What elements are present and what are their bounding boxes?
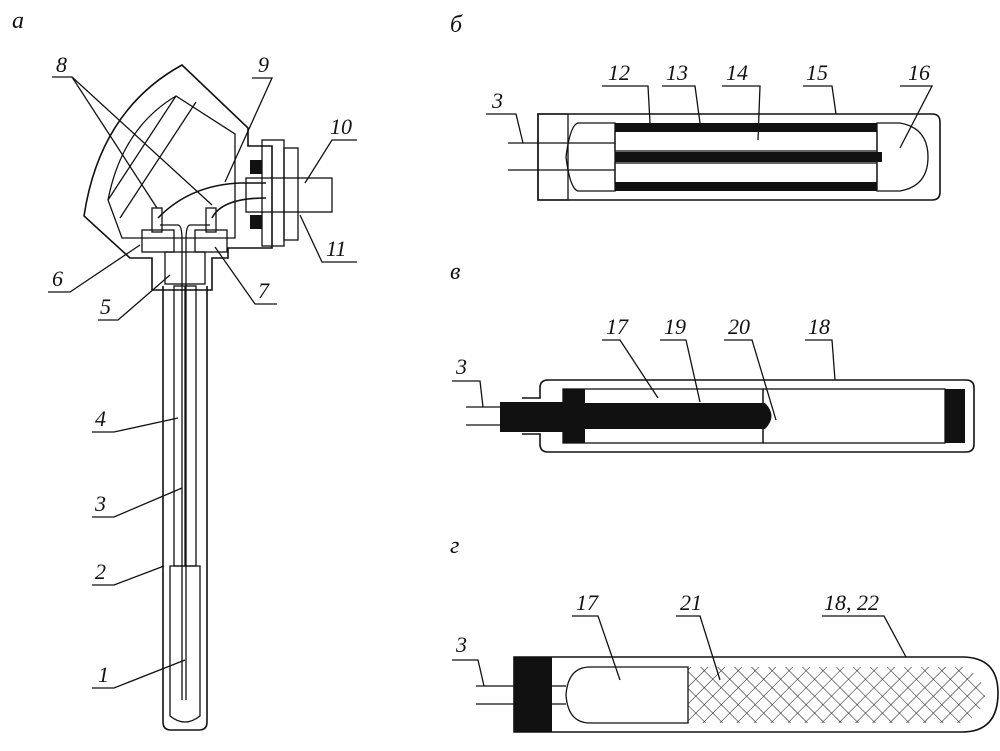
callout-6: 6 [52, 266, 63, 291]
callout-21: 21 [680, 590, 702, 615]
filler-21 [688, 667, 985, 723]
callout-4: 4 [95, 406, 106, 431]
sensing-element-1 [169, 565, 201, 723]
seal-16 [876, 122, 929, 192]
sheath-15 [537, 113, 941, 201]
lead-bushing-v [500, 402, 570, 432]
gland-body [261, 139, 285, 247]
end-cap-g [514, 657, 552, 732]
callout-8: 8 [56, 52, 67, 77]
probe-stem [162, 285, 208, 731]
panel-letter-b: б [450, 12, 463, 38]
filler-14-bottom [614, 162, 878, 184]
panel-letter-g: г [450, 533, 459, 559]
end-plug-b [537, 113, 569, 201]
filler-14-top [614, 130, 878, 152]
head-housing [83, 64, 273, 291]
leaders-a [48, 76, 357, 689]
callout-g-3: 3 [455, 632, 467, 657]
callout-13: 13 [666, 60, 688, 85]
panel-b: б 3 12 13 14 15 16 [450, 12, 941, 201]
plug-5 [164, 251, 206, 285]
panel-letter-a: а [12, 8, 24, 34]
callout-b-3: 3 [491, 88, 503, 113]
lead-left [160, 224, 183, 700]
wire-9 [157, 182, 266, 219]
callout-10: 10 [330, 114, 352, 139]
terminal-post-left [151, 207, 163, 233]
callout-3: 3 [94, 491, 106, 516]
callout-g-17: 17 [576, 590, 599, 615]
insulator-right [194, 229, 228, 253]
end-cap-v [945, 389, 965, 443]
callout-12: 12 [608, 60, 630, 85]
seal-ring-top [250, 160, 262, 174]
callout-20: 20 [728, 314, 750, 339]
leaders-v [452, 339, 836, 421]
panel-letter-v: в [450, 259, 460, 285]
callout-16: 16 [908, 60, 930, 85]
gland-nut [283, 147, 299, 241]
wire-second [211, 197, 267, 219]
callout-2: 2 [95, 559, 106, 584]
seal-ring-bottom [250, 215, 262, 229]
panel-g: г 3 17 21 18, 22 [450, 533, 999, 733]
callout-1: 1 [98, 662, 109, 687]
callout-v-18: 18 [808, 314, 830, 339]
terminal-post-right [205, 207, 217, 233]
seal-left-b [565, 122, 616, 192]
layer-12 [615, 123, 877, 132]
sheath-18-22 [513, 656, 999, 733]
callout-v-17: 17 [606, 314, 629, 339]
leaders-g [452, 615, 907, 687]
leaders-b [486, 85, 934, 149]
callout-v-3: 3 [455, 354, 467, 379]
lead-right [185, 224, 210, 700]
callout-15: 15 [806, 60, 828, 85]
element-19 [570, 403, 772, 429]
callout-18-22: 18, 22 [824, 590, 879, 615]
callout-7: 7 [258, 278, 270, 303]
callout-14: 14 [726, 60, 748, 85]
callout-11: 11 [326, 236, 346, 261]
callout-19: 19 [664, 314, 686, 339]
callout-9: 9 [258, 52, 269, 77]
panel-v: в 3 17 19 20 18 [450, 259, 975, 453]
layer-13 [615, 152, 882, 162]
cable-10 [245, 177, 333, 213]
layer-bottom-b [615, 182, 877, 191]
callout-5: 5 [100, 294, 111, 319]
body-17-g [565, 666, 689, 724]
filler-20 [762, 388, 946, 444]
panel-a: а [12, 8, 357, 731]
insulator-left [141, 229, 175, 253]
sheath-18 [522, 379, 975, 453]
